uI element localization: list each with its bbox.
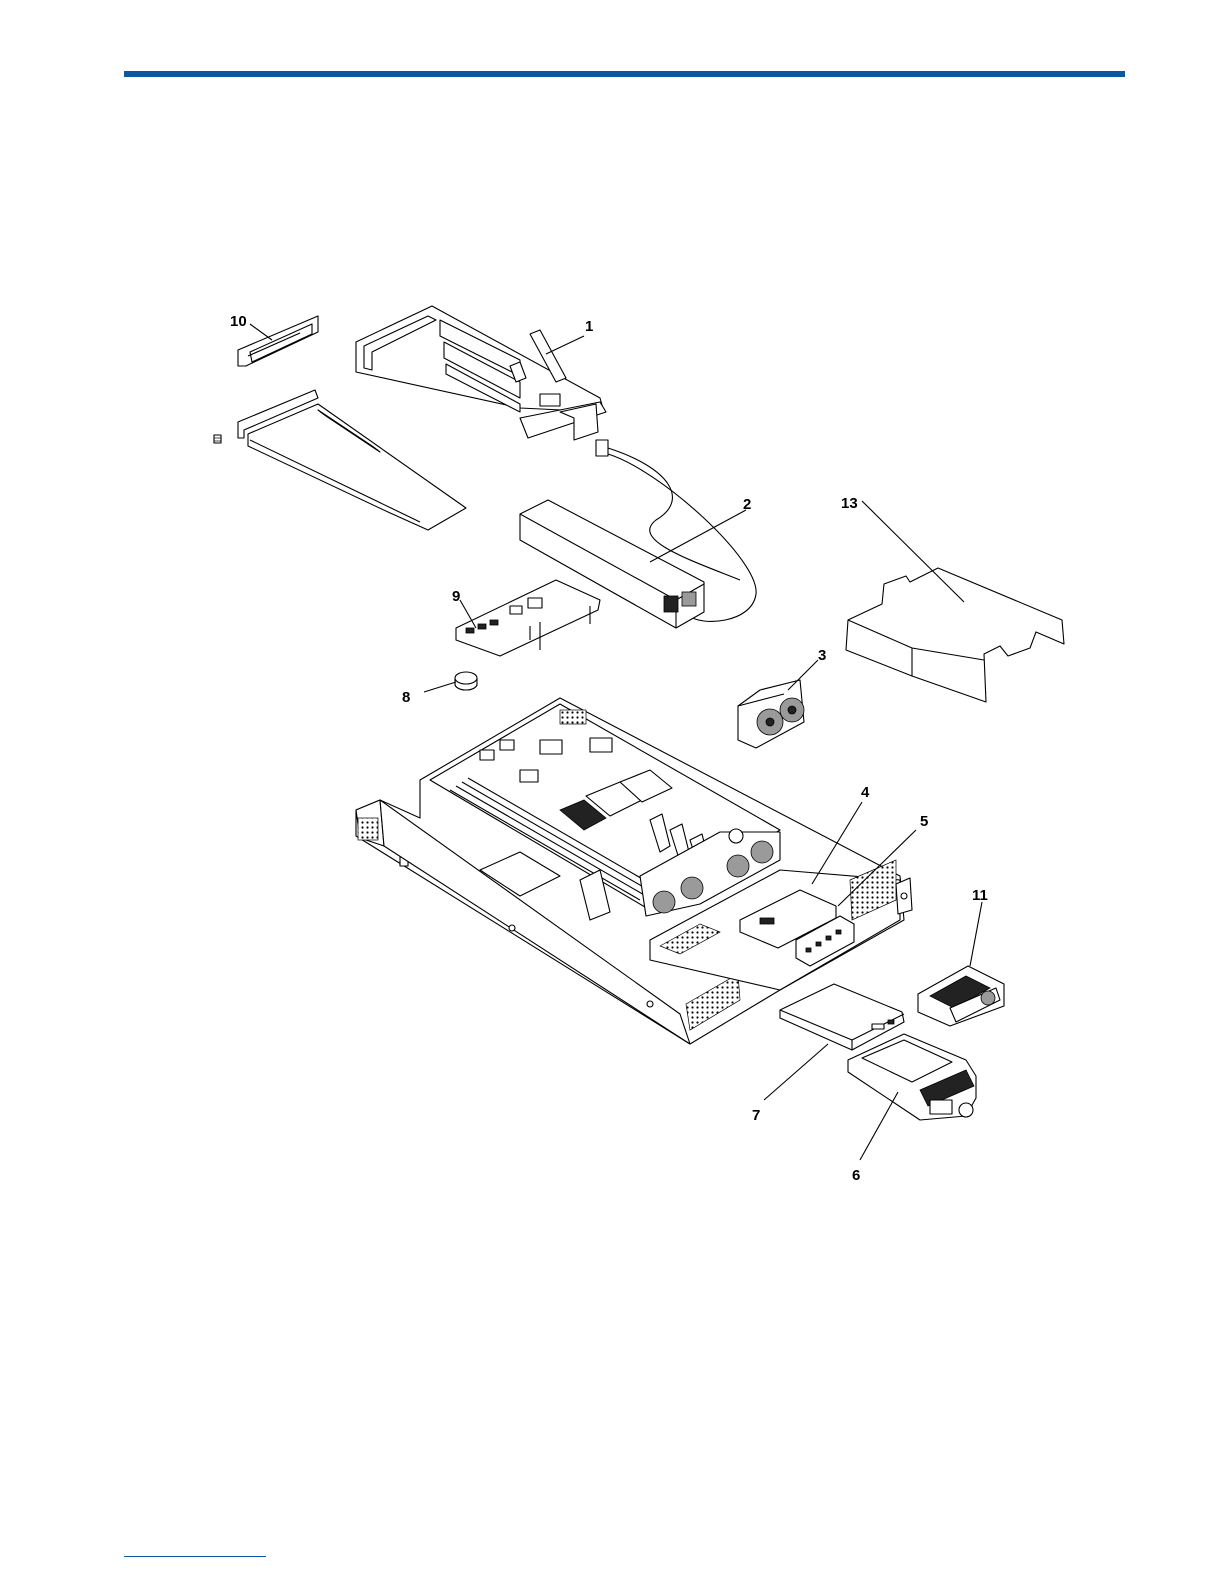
part-hard-drive bbox=[848, 1034, 976, 1120]
part-small-pcb bbox=[456, 580, 600, 656]
callout-9: 9 bbox=[452, 588, 460, 605]
callout-4: 4 bbox=[861, 784, 870, 801]
callout-11: 11 bbox=[972, 887, 988, 904]
callout-13: 13 bbox=[841, 495, 858, 512]
callout-6: 6 bbox=[852, 1167, 860, 1184]
part-drive-filler bbox=[918, 966, 1004, 1026]
callout-2: 2 bbox=[743, 496, 751, 513]
callout-3: 3 bbox=[818, 647, 826, 664]
callout-10: 10 bbox=[230, 313, 247, 330]
callout-5: 5 bbox=[920, 813, 928, 830]
part-optical-drive bbox=[780, 984, 904, 1050]
part-slot-cover-bracket bbox=[238, 316, 318, 366]
part-airflow-cover bbox=[846, 568, 1064, 702]
part-pci-card bbox=[238, 390, 466, 530]
callout-7: 7 bbox=[752, 1107, 760, 1124]
part-coin-battery bbox=[455, 672, 477, 690]
part-fan-module bbox=[738, 680, 804, 748]
part-pci-riser-cage bbox=[356, 306, 756, 621]
screw-icon bbox=[214, 435, 221, 443]
callout-1: 1 bbox=[585, 318, 593, 335]
callout-8: 8 bbox=[402, 689, 410, 706]
